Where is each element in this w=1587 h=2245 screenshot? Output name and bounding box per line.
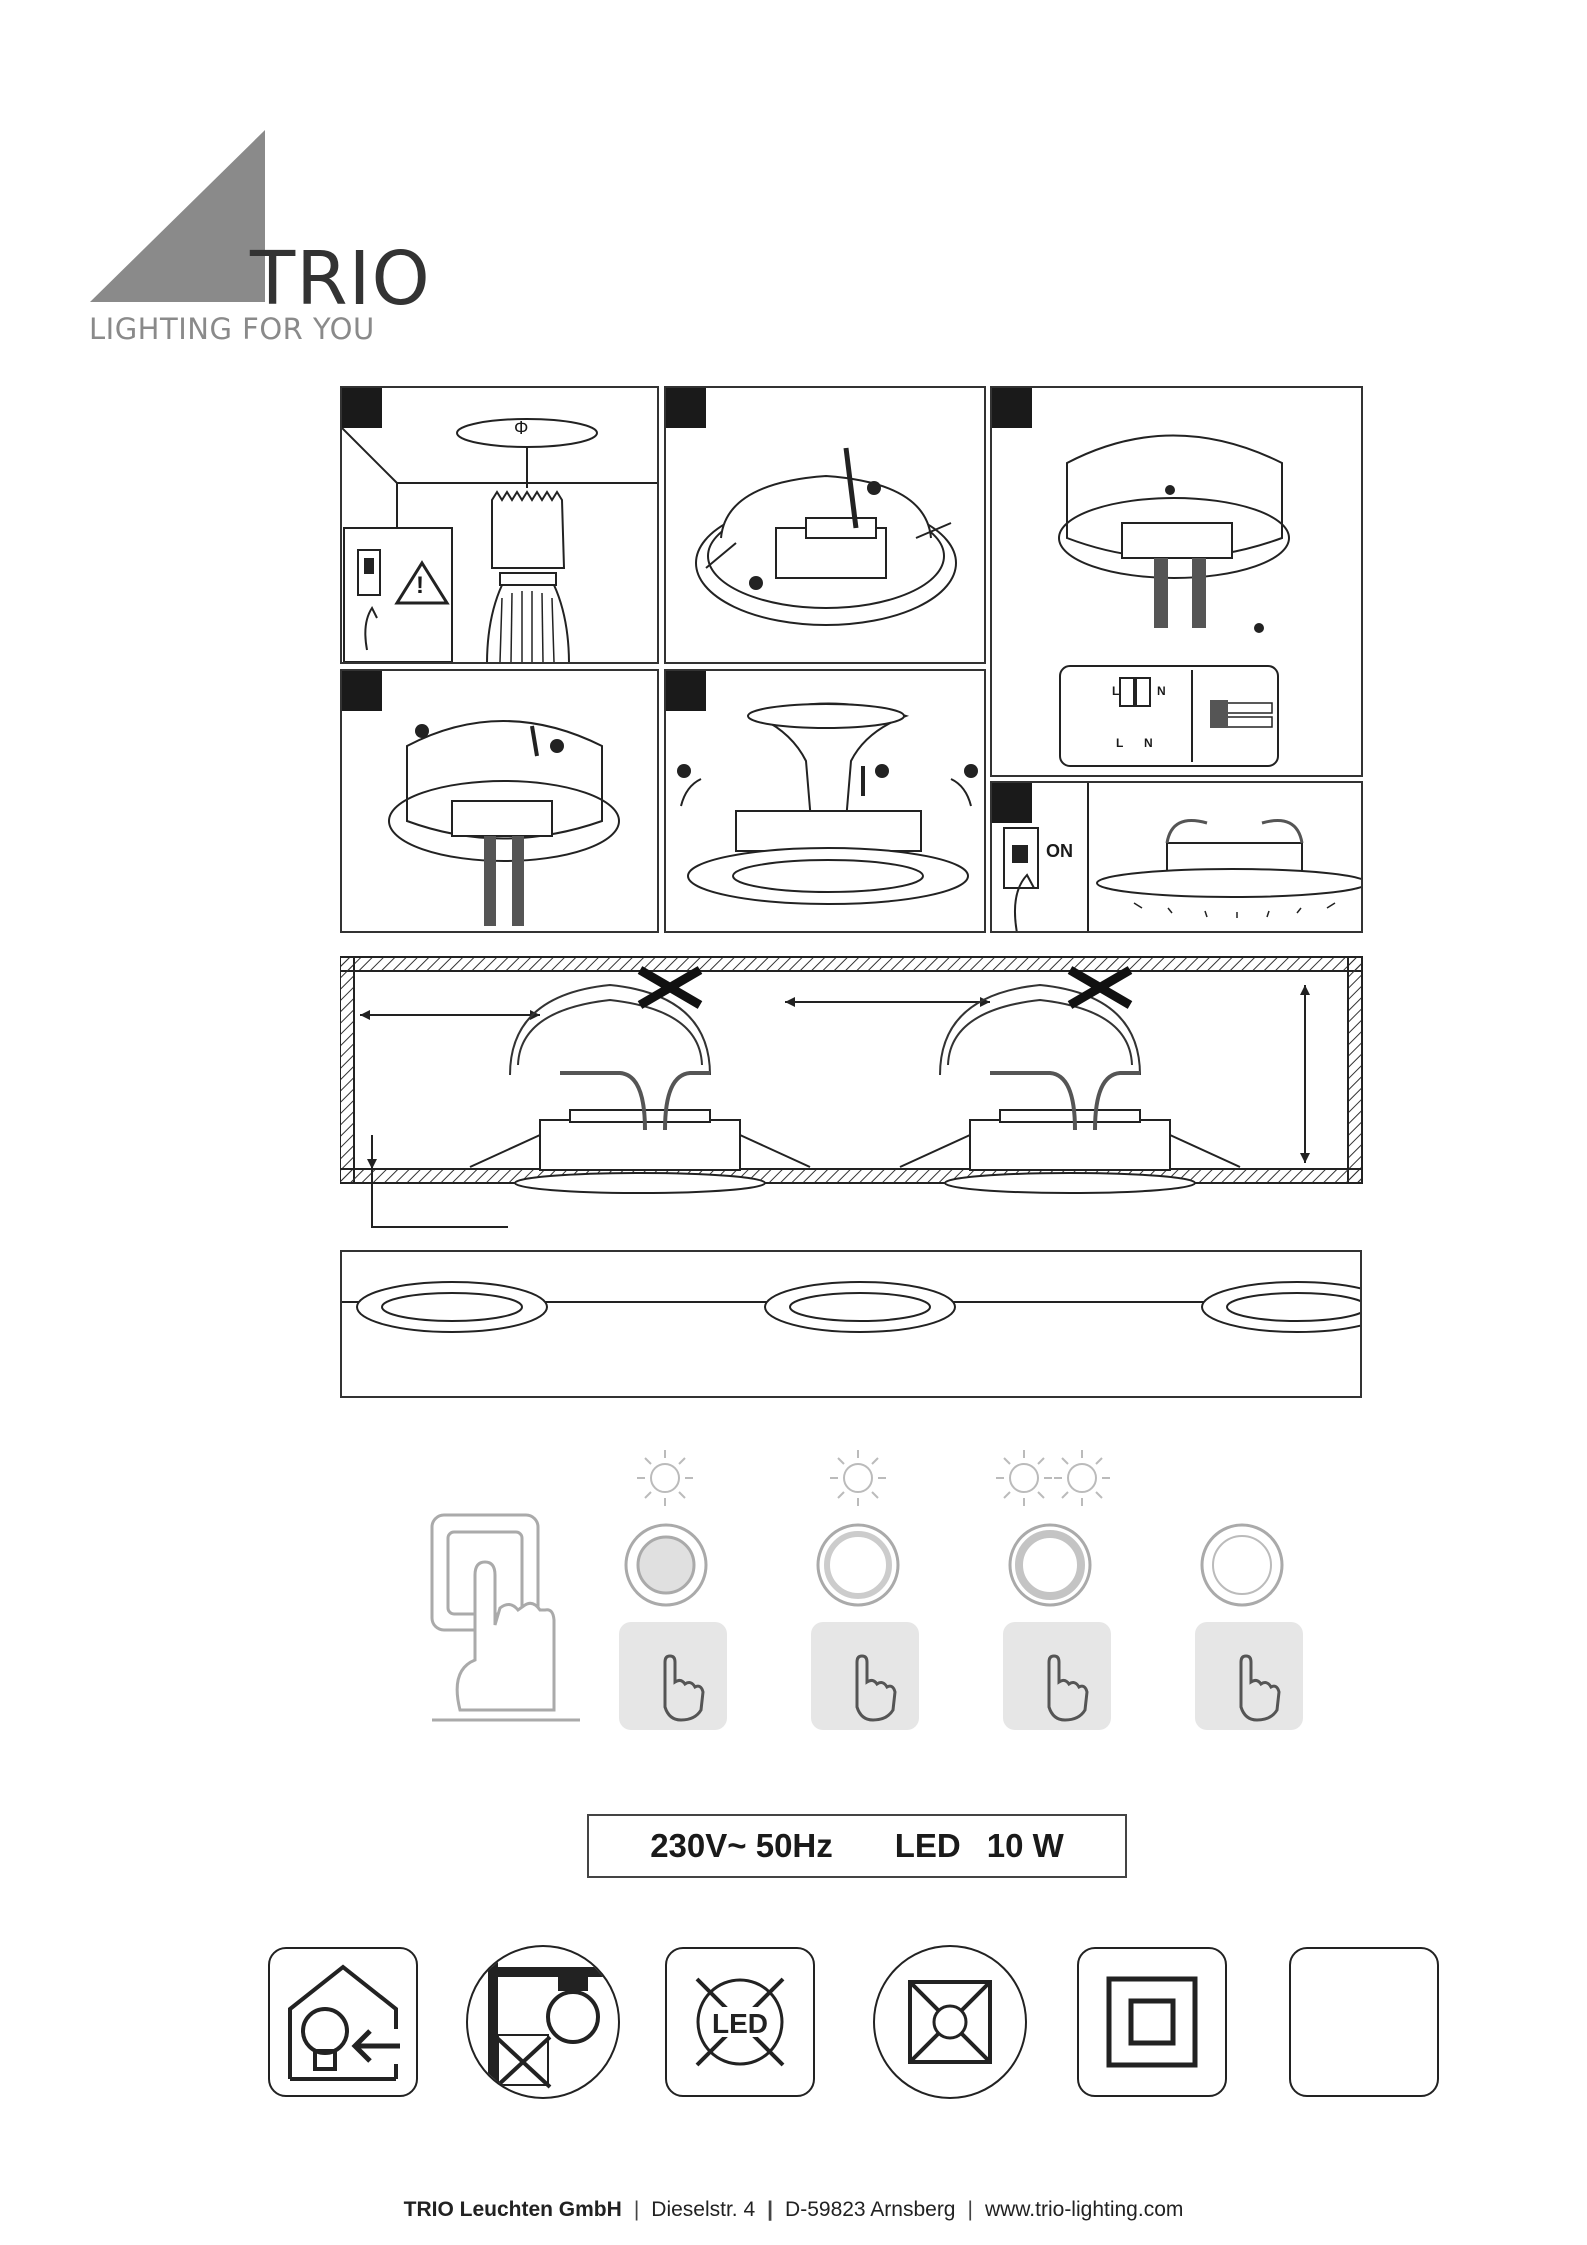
ceiling-view-drawing xyxy=(342,1252,1362,1398)
ceiling-view-panel xyxy=(340,1250,1362,1398)
footer-company: TRIO Leuchten GmbH xyxy=(404,2198,622,2221)
step-4-panel xyxy=(340,669,659,933)
step-1-panel: Φ ! xyxy=(340,386,659,664)
not-for-insulation-cover-icon xyxy=(466,1945,620,2099)
footer-website[interactable]: www.trio-lighting.com xyxy=(985,2198,1183,2221)
indoor-use-icon xyxy=(268,1947,418,2097)
wiring-illustration xyxy=(992,388,1363,777)
spec-voltage: 230V~ 50Hz xyxy=(650,1827,833,1865)
drill-diameter-symbol: Φ xyxy=(514,418,528,439)
footer-address: TRIO Leuchten GmbH|Dieselstr. 4|D-59823 … xyxy=(0,2198,1587,2222)
pointing-hand-icons xyxy=(619,1622,1319,1730)
step-2-panel xyxy=(664,386,986,664)
no-dimmer-icon xyxy=(873,1945,1027,2099)
led-not-replaceable-icon: LED xyxy=(665,1947,815,2097)
ceiling-drill-illustration xyxy=(342,388,659,664)
open-terminal-illustration xyxy=(666,388,986,664)
led-not-replaceable-drawing: LED xyxy=(667,1949,813,2095)
footer-city: D-59823 Arnsberg xyxy=(785,2198,955,2221)
step-5-panel xyxy=(664,669,986,933)
wire-label-l2: L xyxy=(1116,736,1123,750)
wire-label-l: L xyxy=(1112,684,1119,698)
logo-brand: TRIO xyxy=(250,236,431,322)
insulation-warning-drawing xyxy=(468,1947,618,2097)
installation-clearance-diagram xyxy=(340,955,1363,1235)
step-6-panel: ON xyxy=(990,781,1363,933)
spec-power: 10 W xyxy=(987,1827,1064,1865)
svg-text:LED: LED xyxy=(712,2008,768,2039)
double-insulation-drawing xyxy=(1079,1949,1225,2095)
logo-tagline: LIGHTING FOR YOU xyxy=(89,312,375,346)
protection-class-2-icon xyxy=(1077,1947,1227,2097)
insert-luminaire-illustration xyxy=(666,671,986,933)
switch-on-label: ON xyxy=(1046,841,1073,862)
ceiling-section-drawing xyxy=(340,955,1363,1235)
close-terminal-illustration xyxy=(342,671,659,933)
logo-triangle-icon xyxy=(90,130,270,305)
blank-symbol-icon xyxy=(1289,1947,1439,2097)
electrical-spec-box: 230V~ 50Hz LED 10 W xyxy=(587,1814,1127,1878)
wire-label-n2: N xyxy=(1144,736,1153,750)
warning-icon: ! xyxy=(416,572,424,600)
indoor-use-drawing xyxy=(270,1949,416,2095)
footer-street: Dieselstr. 4 xyxy=(651,2198,755,2221)
step-3-panel: L N L N xyxy=(990,386,1363,777)
spec-type: LED xyxy=(895,1827,961,1865)
wire-label-n: N xyxy=(1157,684,1166,698)
no-dimmer-drawing xyxy=(875,1947,1025,2097)
